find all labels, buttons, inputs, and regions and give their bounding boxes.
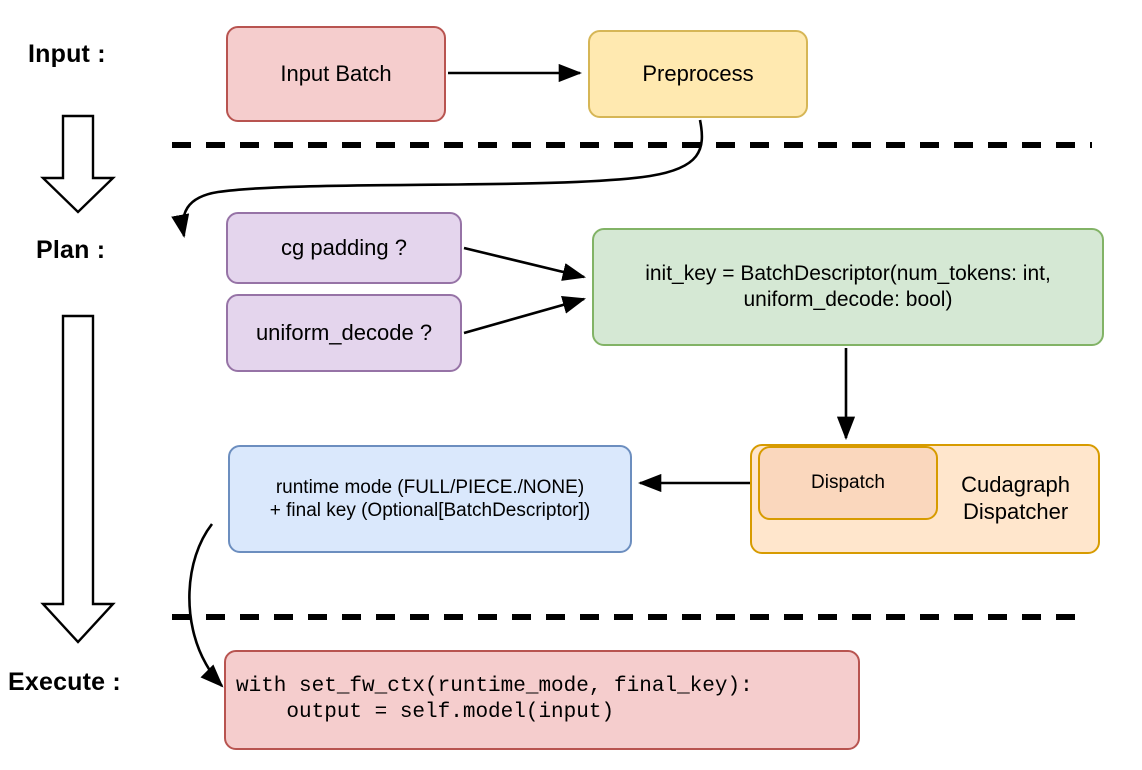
init-key-label: init_key = BatchDescriptor(num_tokens: i… <box>645 262 1051 311</box>
execute-code-node[interactable]: with set_fw_ctx(runtime_mode, final_key)… <box>224 650 860 750</box>
uniform-decode-node[interactable]: uniform_decode ? <box>226 294 462 372</box>
stage-label-plan: Plan : <box>36 236 106 264</box>
arrow-cgpadding-to-initkey <box>463 246 587 281</box>
cg-padding-label: cg padding ? <box>281 234 407 260</box>
execute-code-text: with set_fw_ctx(runtime_mode, final_key)… <box>236 675 753 724</box>
arrow-runtimemode-to-execute <box>188 523 224 688</box>
uniform-decode-label: uniform_decode ? <box>255 319 433 345</box>
preprocess-node[interactable]: Preprocess <box>588 30 808 118</box>
dispatch-node[interactable]: Dispatch <box>758 446 938 520</box>
runtime-mode-label: runtime mode (FULL/PIECE./NONE) + final … <box>269 476 591 521</box>
cudagraph-dispatcher-label: Cudagraph Dispatcher <box>961 472 1070 524</box>
stage-label-input: Input : <box>28 40 106 68</box>
arrow-uniformdecode-to-initkey <box>463 296 587 335</box>
cg-padding-node[interactable]: cg padding ? <box>226 212 462 284</box>
stage-label-execute: Execute : <box>8 668 121 696</box>
dispatch-label: Dispatch <box>811 472 885 494</box>
hollow-arrow-input-to-plan <box>40 114 116 214</box>
hollow-arrow-plan-to-execute <box>40 314 116 644</box>
init-key-node[interactable]: init_key = BatchDescriptor(num_tokens: i… <box>592 228 1104 346</box>
preprocess-label: Preprocess <box>642 60 754 86</box>
input-batch-node[interactable]: Input Batch <box>226 26 446 122</box>
runtime-mode-node[interactable]: runtime mode (FULL/PIECE./NONE) + final … <box>228 445 632 553</box>
input-batch-label: Input Batch <box>280 60 392 86</box>
